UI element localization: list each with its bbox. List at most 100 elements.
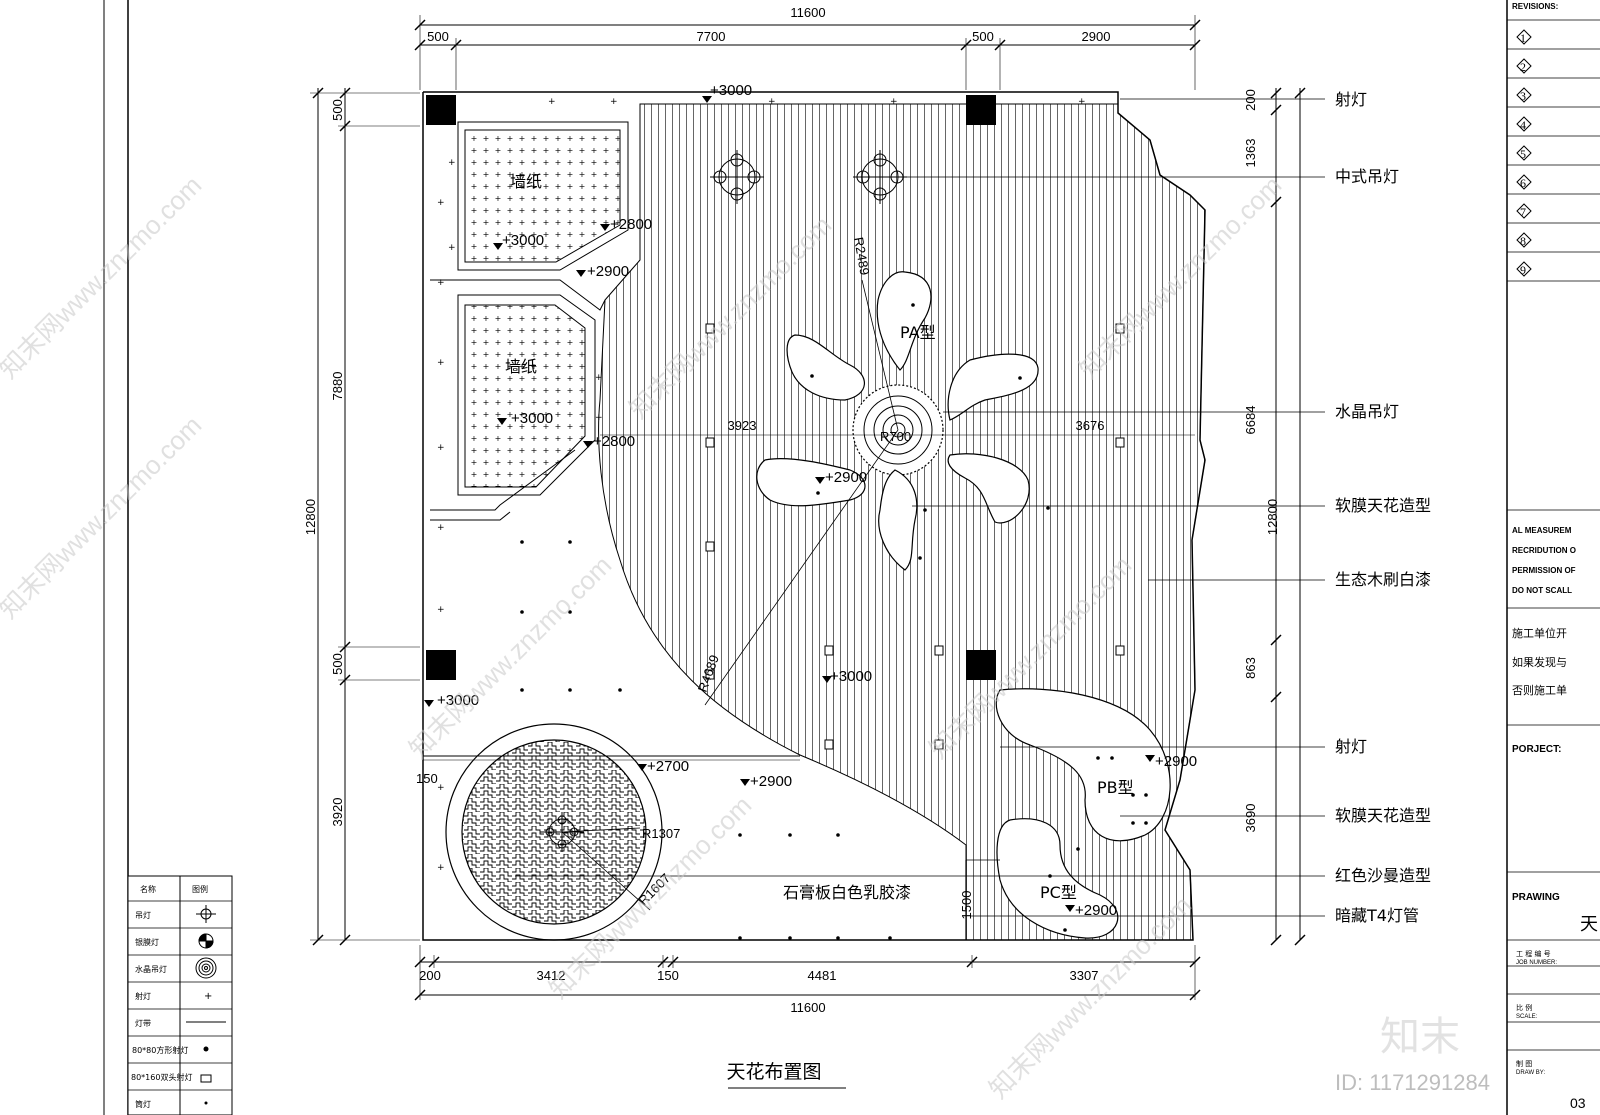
level-mark: +2800	[610, 216, 652, 233]
revision-number: 6	[1520, 176, 1526, 190]
svg-text:+: +	[437, 97, 445, 107]
downlights	[520, 303, 1148, 940]
dim-left-seg: 500	[330, 653, 345, 675]
callout: 软膜天花造型	[1335, 496, 1431, 515]
level-marks: +3000 +3000 +2800 +2900 +3000 +2800 +290…	[424, 82, 1197, 919]
callout: 射灯	[1335, 90, 1367, 109]
revision-number: 4	[1520, 118, 1526, 132]
dim-top-seg: 2900	[1082, 29, 1111, 44]
title-cn-note: 如果发现与	[1512, 655, 1567, 669]
legend-row: 射灯	[135, 991, 151, 1001]
level-mark: +3000	[830, 668, 872, 685]
callout: 水晶吊灯	[1335, 402, 1399, 421]
perimeter-spotlights: +++ +++ +++ +++ ++ ++++	[437, 97, 1086, 873]
pc-shape	[996, 818, 1119, 939]
revision-number: 2	[1520, 60, 1526, 74]
title-block: REVISIONS: 1 2 3 4 5 6 7 8 9	[1506, 0, 1600, 1115]
legend-row: 水晶吊灯	[135, 964, 167, 974]
radius-label: R2489	[851, 236, 872, 276]
legend-row: 80*80方形射灯	[132, 1045, 188, 1055]
scale-en: SCALE:	[1516, 1014, 1538, 1020]
dim-interior-left: 3923	[728, 418, 757, 433]
level-mark: +3000	[502, 232, 544, 249]
svg-text:+: +	[437, 198, 445, 208]
drawing-name-char: 天	[1580, 914, 1598, 935]
callout-labels: 射灯 中式吊灯 水晶吊灯 软膜天花造型 生态木刷白漆 射灯 软膜天花造型 红色沙…	[1335, 90, 1431, 925]
callout: 暗藏T4灯管	[1335, 906, 1419, 925]
dim-bottom-seg: 150	[657, 968, 679, 983]
scale-cn: 比 例	[1516, 1003, 1532, 1012]
dim-top-seg: 7700	[697, 29, 726, 44]
drawing-label: PRAWING	[1512, 892, 1560, 903]
dim-bottom-seg: 4481	[808, 968, 837, 983]
column	[966, 95, 996, 125]
pb-shape	[995, 688, 1171, 842]
callout: 中式吊灯	[1335, 167, 1399, 186]
level-mark: +3000	[511, 410, 553, 427]
svg-text:+: +	[437, 783, 445, 793]
svg-text:+: +	[437, 523, 445, 533]
svg-text:+: +	[890, 97, 898, 107]
callout: 红色沙曼造型	[1335, 866, 1431, 885]
svg-text:+: +	[437, 863, 445, 873]
dim-interior-right: 3676	[1076, 418, 1105, 433]
level-mark: +3000	[710, 82, 752, 99]
svg-text:+: +	[595, 413, 603, 423]
dim-left-seg: 3920	[330, 798, 345, 827]
level-mark: +2900	[1155, 753, 1197, 770]
job-en: JOB NUMBER:	[1516, 960, 1557, 966]
callout: 射灯	[1335, 737, 1367, 756]
svg-text:+: +	[768, 97, 776, 107]
dim-left-seg: 7880	[330, 372, 345, 401]
level-mark: +2900	[587, 263, 629, 280]
dim-top-seg: 500	[427, 29, 449, 44]
svg-text:+: +	[437, 443, 445, 453]
dim-right-seg: 1363	[1243, 139, 1258, 168]
watermark-logo: 知末	[1380, 1014, 1460, 1060]
level-mark: +2700	[647, 758, 689, 775]
legend-row: 80*160双头射灯	[131, 1072, 192, 1082]
legend-table: 名称 图例 吊灯 银膜灯 水晶吊灯 射灯 灯带 80*80方形射灯 80*160…	[127, 875, 233, 1115]
red-gauze-outer-ring	[445, 723, 663, 941]
dim-bottom-seg: 3412	[537, 968, 566, 983]
title-note: DO NOT SCALL	[1512, 586, 1572, 595]
draw-cn: 制 图	[1516, 1059, 1532, 1068]
dim-right-seg: 6684	[1243, 406, 1258, 435]
dim-right-seg: 3690	[1243, 804, 1258, 833]
svg-text:+: +	[437, 605, 445, 615]
plan-body: +++ +++ +++ +++ ++ ++++	[422, 91, 1206, 941]
level-mark: +2800	[593, 433, 635, 450]
pa-petals	[756, 271, 1039, 571]
level-mark: +2900	[1075, 902, 1117, 919]
dim-bottom-seg: 200	[419, 968, 441, 983]
legend-row: 银膜灯	[135, 937, 159, 947]
project-label: PORJECT:	[1512, 744, 1561, 755]
radius-label: R700	[880, 429, 911, 444]
right-dimensions: 200 1363 6684 863 3690 12800	[1243, 87, 1306, 946]
callout: 软膜天花造型	[1335, 806, 1431, 825]
column	[426, 95, 456, 125]
top-dimensions: 11600 500 7700 500 2900	[414, 5, 1201, 90]
region-label-pb: PB型	[1097, 778, 1134, 797]
revision-number: 3	[1520, 89, 1526, 103]
dim-small: 150	[416, 771, 438, 786]
revision-number: 5	[1520, 147, 1526, 161]
dim-right-seg: 200	[1243, 89, 1258, 111]
level-mark: +2900	[750, 773, 792, 790]
region-label-pa: PA型	[900, 323, 936, 342]
chinese-pendant-lamp	[710, 150, 907, 204]
legend-row: 灯带	[135, 1018, 151, 1028]
level-mark: +3000	[437, 692, 479, 709]
svg-text:+: +	[1078, 97, 1086, 107]
legend-header: 名称	[140, 884, 156, 894]
dim-bottom-seg: 3307	[1070, 968, 1099, 983]
title-note: PERMISSION OF	[1512, 566, 1576, 575]
sheet-number: 03	[1570, 1095, 1586, 1111]
dim-top-seg: 500	[972, 29, 994, 44]
dim-right-seg: 863	[1243, 657, 1258, 679]
svg-text:+: +	[610, 97, 618, 107]
svg-text:+: +	[448, 158, 456, 168]
job-cn: 工 程 编 号	[1516, 949, 1551, 958]
dim-top-total: 11600	[790, 5, 825, 20]
